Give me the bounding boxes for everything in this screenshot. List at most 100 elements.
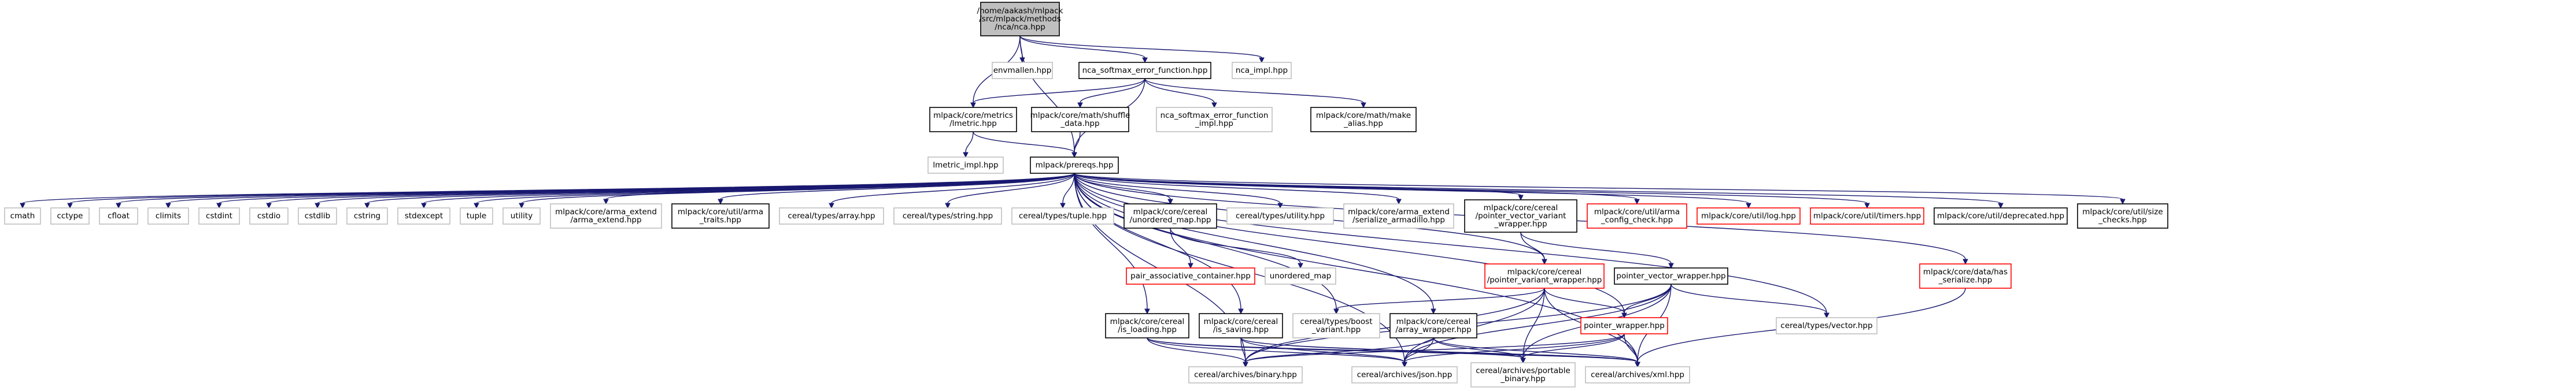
node-cmath[interactable]: cmath: [4, 207, 41, 225]
node-box: [980, 2, 1060, 36]
node-xml[interactable]: cereal/archives/xml.hpp: [1585, 366, 1690, 383]
node-timers[interactable]: mlpack/core/util/timers.hpp: [1810, 207, 1924, 225]
node-cctype[interactable]: cctype: [50, 207, 90, 225]
node-is_saving[interactable]: mlpack/core/cereal/is_saving.hpp: [1199, 313, 1283, 338]
node-portable[interactable]: cereal/archives/portable_binary.hpp: [1470, 362, 1576, 388]
node-label-line: pointer_vector_wrapper.hpp: [1616, 271, 1725, 281]
node-label-line: mlpack/core/data/has: [1923, 267, 2008, 277]
edge-line: [1019, 35, 1075, 153]
arrow-head-icon: [1277, 203, 1283, 209]
node-unordered_map_hpp[interactable]: mlpack/core/cereal/unordered_map.hpp: [1123, 203, 1217, 229]
node-label-line: _traits.hpp: [699, 215, 741, 225]
edge-softmax-to-softmax_impl: [1144, 78, 1217, 109]
node-array_wrapper[interactable]: mlpack/core/cereal/array_wrapper.hpp: [1389, 313, 1477, 338]
node-arma_extend[interactable]: mlpack/core/arma_extend/arma_extend.hpp: [550, 203, 662, 229]
node-box: [1343, 203, 1454, 229]
node-cstdio[interactable]: cstdio: [249, 207, 289, 225]
node-cstring[interactable]: cstring: [346, 207, 388, 225]
node-label-line: _data.hpp: [1060, 119, 1099, 128]
node-tuple[interactable]: tuple: [460, 207, 493, 225]
edge-lmetric-to-prereqs: [973, 131, 1077, 158]
edge-pvvw-to-pvecw: [1520, 232, 1674, 269]
node-box: [1351, 366, 1458, 383]
node-envmallen[interactable]: envmallen.hpp: [992, 62, 1053, 79]
node-has_serialize[interactable]: mlpack/core/data/has_serialize.hpp: [1919, 263, 2012, 289]
edge-line: [1080, 78, 1145, 103]
node-cfloat[interactable]: cfloat: [99, 207, 138, 225]
node-lmetric[interactable]: mlpack/core/metrics/lmetric.hpp: [929, 107, 1017, 132]
node-size_checks[interactable]: mlpack/core/util/size_checks.hpp: [2077, 203, 2168, 229]
node-c_vector[interactable]: cereal/types/vector.hpp: [1776, 317, 1878, 334]
edge-line: [1670, 284, 1827, 314]
node-box: [1614, 267, 1728, 285]
node-c_tuple[interactable]: cereal/types/tuple.hpp: [1011, 207, 1114, 225]
node-unordered_map[interactable]: unordered_map: [1265, 267, 1336, 285]
node-c_utility[interactable]: cereal/types/utility.hpp: [1226, 207, 1334, 225]
node-box: [1188, 366, 1303, 383]
node-cstdint[interactable]: cstdint: [198, 207, 240, 225]
node-is_loading[interactable]: mlpack/core/cereal/is_loading.hpp: [1105, 313, 1189, 338]
edge-line: [1245, 333, 1625, 363]
edge-pointer_wrapper-to-portable: [1520, 333, 1625, 364]
edge-line: [1433, 337, 1638, 363]
node-arma_config[interactable]: mlpack/core/util/arma_config_check.hpp: [1587, 203, 1687, 229]
node-nca_impl[interactable]: nca_impl.hpp: [1232, 62, 1292, 79]
edge-line: [1624, 284, 1672, 314]
node-arma_traits[interactable]: mlpack/core/util/arma_traits.hpp: [671, 203, 770, 229]
node-make_alias[interactable]: mlpack/core/math/make_alias.hpp: [1310, 107, 1417, 132]
edge-softmax-to-make_alias: [1144, 78, 1366, 109]
node-json[interactable]: cereal/archives/json.hpp: [1351, 366, 1458, 383]
node-c_string[interactable]: cereal/types/string.hpp: [893, 207, 1002, 225]
node-pvecw[interactable]: pointer_vector_wrapper.hpp: [1614, 267, 1728, 285]
node-box: [397, 207, 450, 225]
node-pac[interactable]: pair_associative_container.hpp: [1126, 267, 1255, 285]
node-box: [1470, 362, 1576, 388]
node-box: [1292, 313, 1380, 338]
node-pvw[interactable]: mlpack/core/cereal/pointer_variant_wrapp…: [1484, 263, 1605, 289]
edge-line: [1404, 284, 1672, 363]
node-boost_variant[interactable]: cereal/types/boost_variant.hpp: [1292, 313, 1380, 338]
arrow-head-icon: [1963, 259, 1968, 265]
arrow-head-icon: [1864, 203, 1870, 209]
edge-line: [1522, 288, 1545, 359]
node-label-line: mlpack/core/cereal: [1396, 317, 1471, 326]
edge-is_saving-to-json: [1240, 337, 1407, 368]
node-shuffle[interactable]: mlpack/core/math/shuffle_data.hpp: [1030, 107, 1130, 132]
node-cstdlib[interactable]: cstdlib: [298, 207, 337, 225]
edge-line: [1522, 333, 1625, 359]
node-box: [1199, 313, 1283, 338]
arrow-head-icon: [364, 203, 370, 209]
node-label-line: mlpack/core/arma_extend: [1348, 207, 1450, 217]
edge-pvw-to-boost_variant: [1333, 288, 1545, 315]
edge-line: [1074, 173, 1148, 310]
node-box: [50, 207, 90, 225]
node-serialize_arma[interactable]: mlpack/core/arma_extend/serialize_armadi…: [1343, 203, 1454, 229]
node-lmetric_impl[interactable]: lmetric_impl.hpp: [927, 157, 1004, 174]
node-deprecated[interactable]: mlpack/core/util/deprecated.hpp: [1934, 207, 2068, 225]
node-softmax[interactable]: nca_softmax_error_function.hpp: [1078, 62, 1211, 79]
node-prereqs[interactable]: mlpack/prereqs.hpp: [1030, 157, 1119, 174]
node-binary[interactable]: cereal/archives/binary.hpp: [1188, 366, 1303, 383]
node-box: [1310, 107, 1417, 132]
node-pvvw[interactable]: mlpack/core/cereal/pointer_vector_varian…: [1464, 199, 1577, 233]
node-box: [893, 207, 1002, 225]
node-label-line: cereal/types/boost: [1300, 317, 1372, 326]
node-box: [1078, 62, 1211, 79]
node-climits[interactable]: climits: [147, 207, 189, 225]
node-pointer_wrapper[interactable]: pointer_wrapper.hpp: [1580, 317, 1668, 334]
node-stdexcept[interactable]: stdexcept: [397, 207, 450, 225]
node-box: [929, 107, 1017, 132]
node-label-line: unordered_map: [1270, 271, 1331, 281]
node-label-line: cereal/types/vector.hpp: [1780, 321, 1872, 330]
arrow-head-icon: [1402, 362, 1407, 368]
node-log[interactable]: mlpack/core/util/log.hpp: [1697, 207, 1801, 225]
node-c_array[interactable]: cereal/types/array.hpp: [779, 207, 884, 225]
node-box: [1776, 317, 1878, 334]
node-label-line: cmath: [10, 211, 35, 221]
edge-line: [1074, 173, 1638, 200]
edge-line: [1170, 228, 1301, 264]
node-utility[interactable]: utility: [502, 207, 541, 225]
arrow-head-icon: [963, 152, 969, 158]
arrow-head-icon: [1361, 102, 1366, 109]
node-softmax_impl[interactable]: nca_softmax_error_function_impl.hpp: [1156, 107, 1273, 132]
